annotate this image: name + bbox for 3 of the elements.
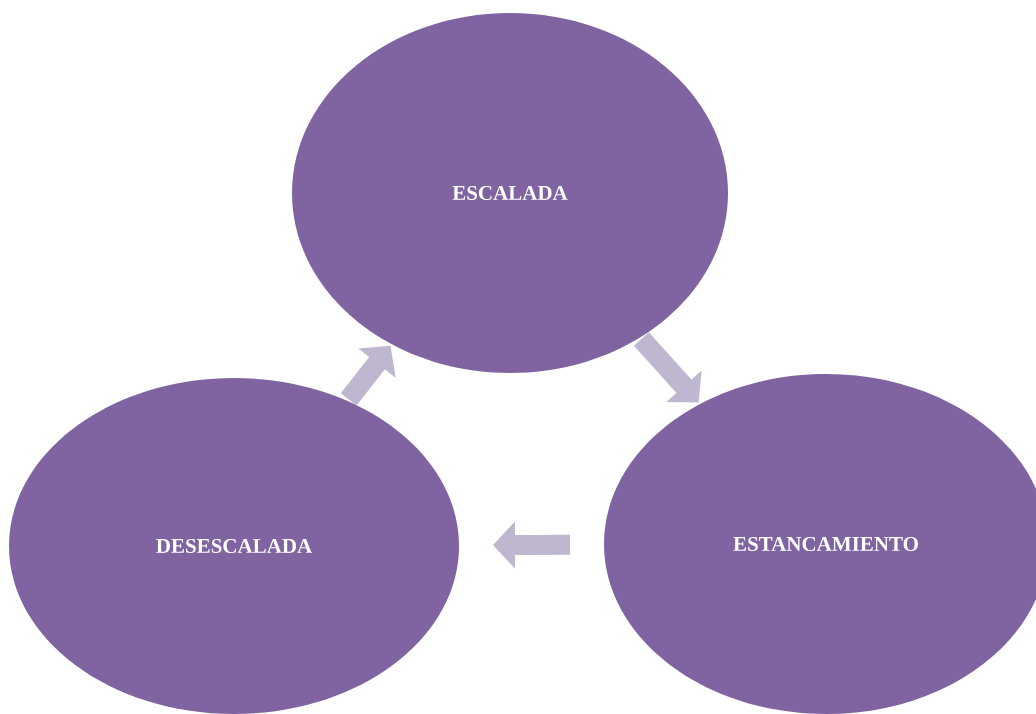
block-arrow [633,332,702,403]
ellipse-node: DESESCALADA [9,378,459,714]
ellipse-node: ESCALADA [292,13,728,373]
